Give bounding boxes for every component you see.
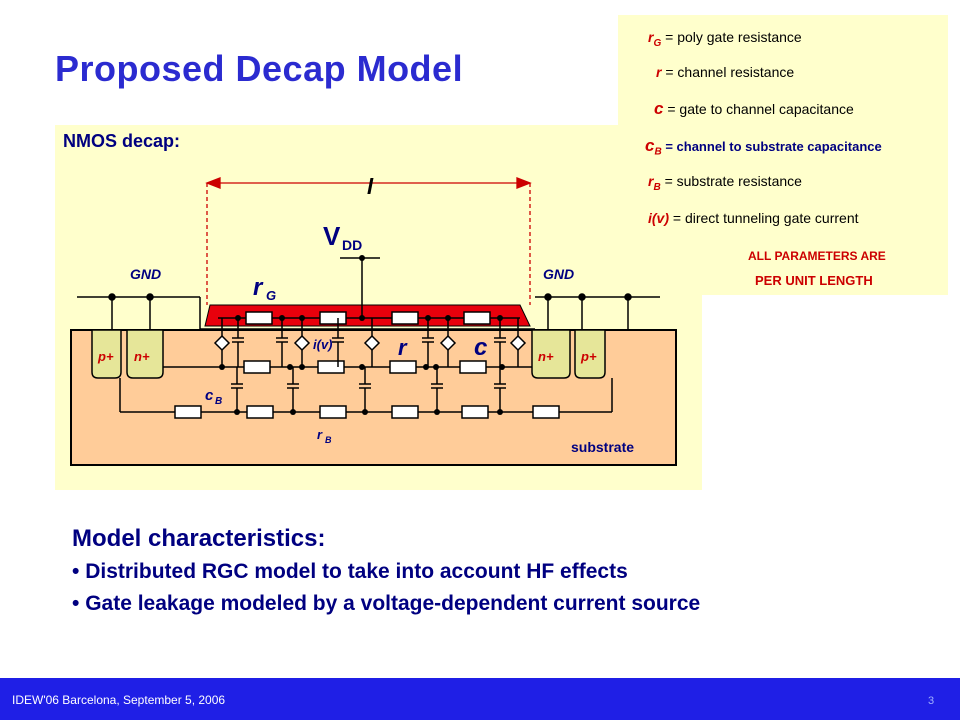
legend-item-r: r = channel resistance xyxy=(656,64,794,80)
legend-text: = poly gate resistance xyxy=(665,29,802,45)
rb-label: r xyxy=(317,427,323,442)
substrate-label: substrate xyxy=(571,439,634,455)
gnd-right-label: GND xyxy=(543,266,574,282)
bullet-1: • Distributed RGC model to take into acc… xyxy=(72,560,628,583)
current-sources xyxy=(213,318,527,367)
nmos-label: NMOS decap: xyxy=(63,131,181,151)
legend-symbol: i(v) xyxy=(648,210,669,226)
c-label: c xyxy=(474,334,487,361)
well-left-n xyxy=(126,329,164,379)
legend-symbol: c xyxy=(645,136,655,155)
p-plus-left: p+ xyxy=(97,349,114,364)
iv-label: i(v) xyxy=(313,337,333,352)
legend-subscript: B xyxy=(653,181,661,193)
bullet-1-text: Distributed RGC model to take into accou… xyxy=(85,560,628,583)
legend-text: = direct tunneling gate current xyxy=(672,210,859,226)
vdd-label: V xyxy=(323,221,341,251)
n-plus-right: n+ xyxy=(538,349,554,364)
p-plus-right: p+ xyxy=(580,349,597,364)
length-dimension xyxy=(205,177,532,305)
gate-resistor-chain xyxy=(218,311,520,325)
vdd-subscript: DD xyxy=(342,237,362,253)
legend-item-iv: i(v) = direct tunneling gate current xyxy=(648,210,859,226)
legend-text: = channel resistance xyxy=(665,64,795,80)
model-heading: Model characteristics: xyxy=(72,525,326,552)
rg-subscript: G xyxy=(266,288,276,303)
legend-text: = channel to substrate capacitance xyxy=(665,139,882,154)
cb-label: c xyxy=(205,387,214,404)
bullet-2: • Gate leakage modeled by a voltage-depe… xyxy=(72,592,701,615)
gnd-right-rail xyxy=(535,293,660,413)
legend-subscript: G xyxy=(653,37,662,49)
legend-text: = substrate resistance xyxy=(664,173,802,189)
legend-box xyxy=(618,15,948,295)
channel-substrate-capacitors xyxy=(231,367,506,412)
well-right-n xyxy=(531,329,571,379)
well-left-p xyxy=(91,329,122,379)
note-line1: ALL PARAMETERS ARE xyxy=(748,249,886,263)
legend-item-cb: cB = channel to substrate capacitance xyxy=(645,136,882,158)
slide-title: Proposed Decap Model xyxy=(55,48,464,89)
footer-text: IDEW'06 Barcelona, September 5, 2006 xyxy=(12,693,226,707)
vdd-node xyxy=(359,255,365,261)
well-right-p xyxy=(574,329,606,379)
legend-item-rg: rG = poly gate resistance xyxy=(648,29,802,49)
legend-symbol: r xyxy=(648,29,654,45)
legend-symbol: r xyxy=(648,173,654,189)
cb-subscript: B xyxy=(215,396,222,407)
page-number: 3 xyxy=(928,695,935,707)
gate-channel-capacitors xyxy=(232,318,506,367)
note-line2: PER UNIT LENGTH xyxy=(755,273,873,288)
legend-symbol: r xyxy=(656,64,662,80)
legend-item-rb: rB = substrate resistance xyxy=(648,173,802,193)
footer-bar xyxy=(0,678,960,720)
channel-resistor-chain xyxy=(163,360,532,374)
rb-subscript: B xyxy=(325,435,332,445)
gnd-left-rail xyxy=(77,293,201,413)
legend-text: = gate to channel capacitance xyxy=(667,101,854,117)
rg-label: r xyxy=(253,274,264,301)
legend-item-c: c = gate to channel capacitance xyxy=(654,99,854,119)
legend-symbol: c xyxy=(654,99,664,118)
bullet-2-text: Gate leakage modeled by a voltage-depend… xyxy=(85,592,701,615)
r-label: r xyxy=(398,335,408,360)
gnd-left-label: GND xyxy=(130,266,161,282)
n-plus-left: n+ xyxy=(134,349,150,364)
legend-subscript: B xyxy=(654,146,662,158)
length-label: l xyxy=(367,174,374,199)
